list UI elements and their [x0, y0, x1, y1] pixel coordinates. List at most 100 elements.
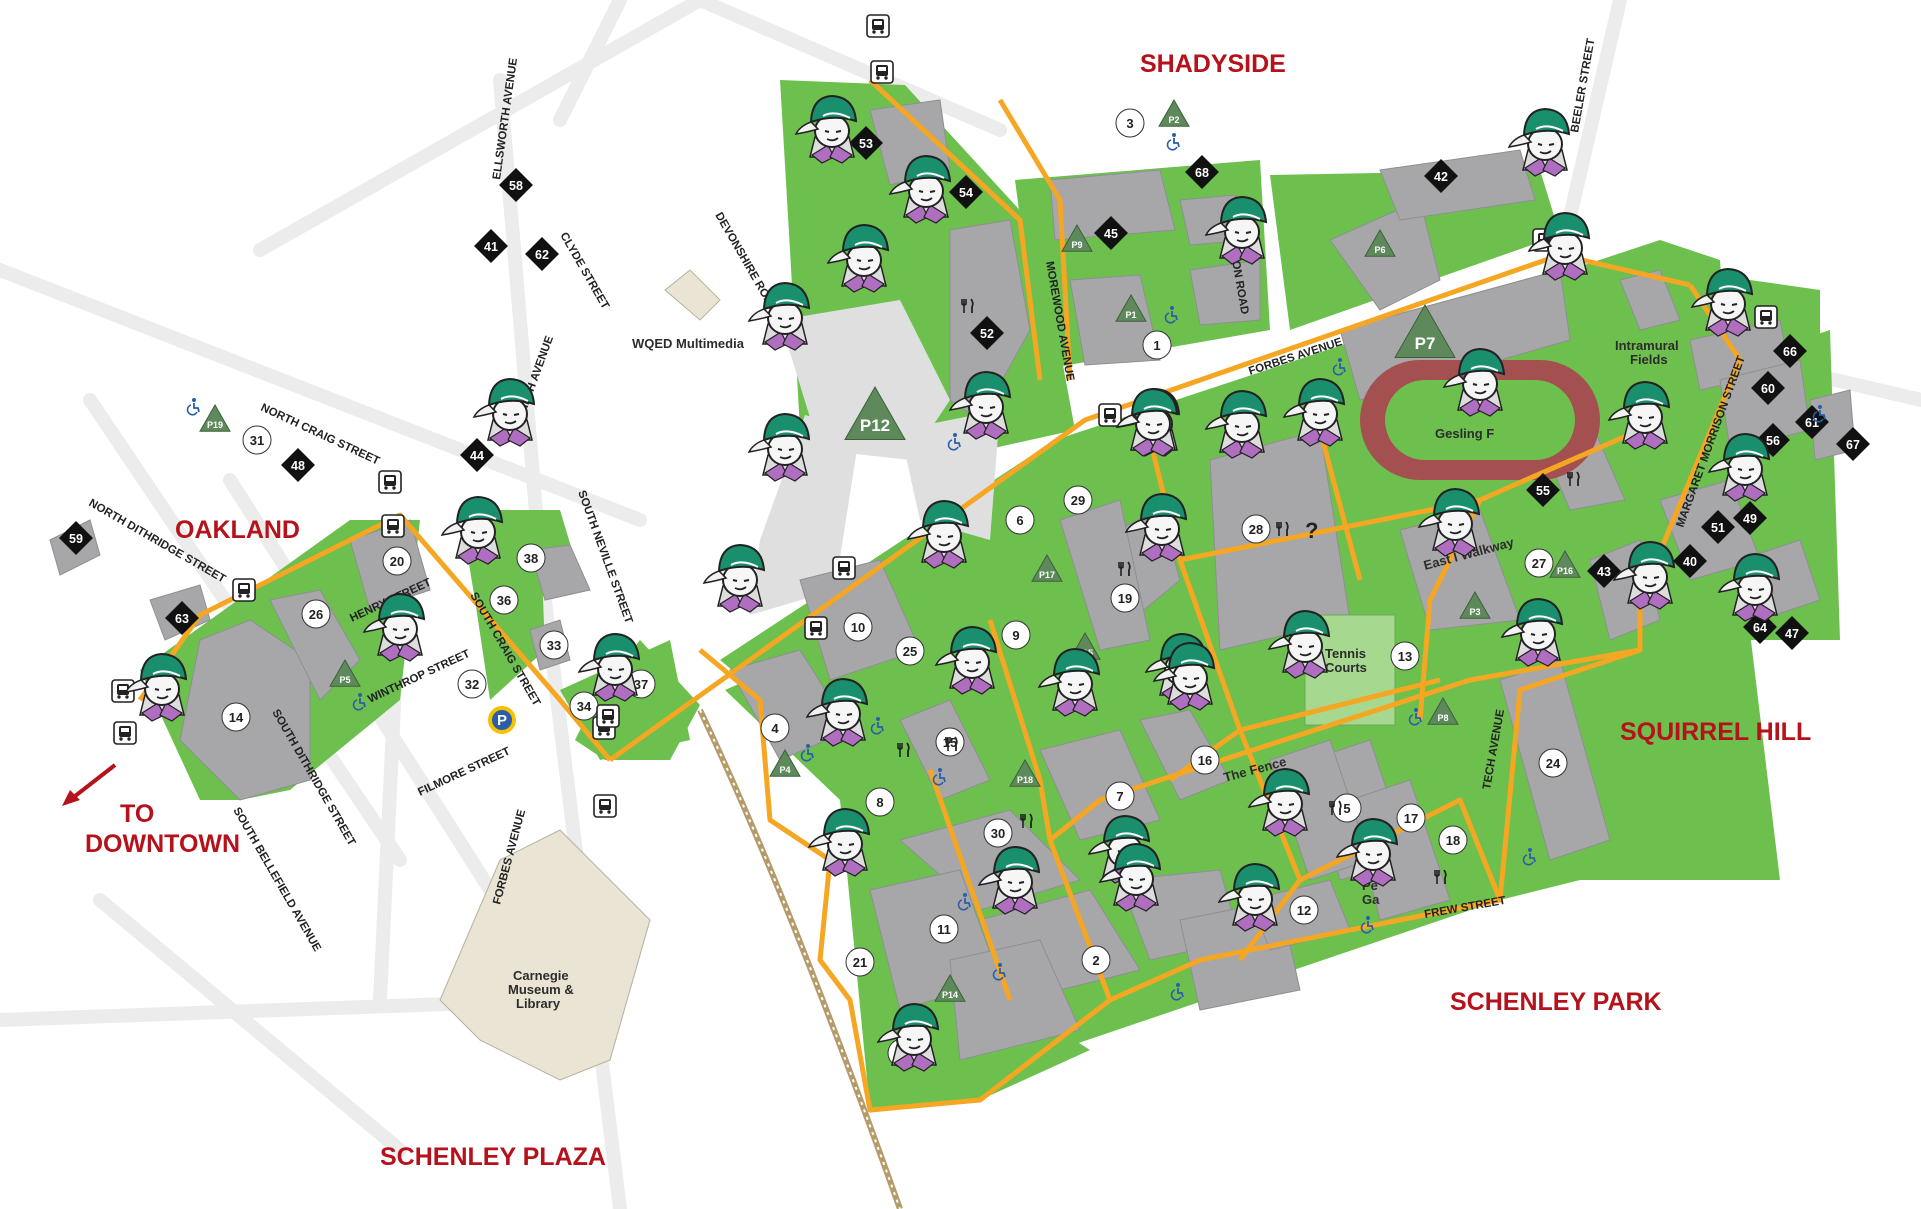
- building-29-marker[interactable]: 29: [1063, 485, 1093, 515]
- mascot-icon: [748, 413, 810, 482]
- building-20-marker[interactable]: 20: [382, 546, 412, 576]
- building-43-marker[interactable]: 43: [1587, 554, 1621, 588]
- building-38-label: 38: [524, 551, 538, 566]
- building-56-label: 56: [1766, 434, 1780, 448]
- building-10-marker[interactable]: 10: [843, 612, 873, 642]
- building-45-label: 45: [1104, 227, 1118, 241]
- parking-lot-p18[interactable]: P18: [1009, 758, 1041, 787]
- wqed-building: [664, 269, 721, 321]
- parking-lot-p19[interactable]: P19: [199, 403, 231, 432]
- building-60-marker[interactable]: 60: [1751, 371, 1785, 405]
- building-17-marker[interactable]: 17: [1396, 803, 1426, 833]
- building-53-label: 53: [859, 137, 873, 151]
- region-to-downtown-1: TO: [120, 800, 154, 828]
- bus-stop-icon: [1754, 305, 1778, 329]
- building-32-marker[interactable]: 32: [457, 669, 487, 699]
- building-62-marker[interactable]: 62: [525, 237, 559, 271]
- region-oakland: OAKLAND: [175, 516, 300, 544]
- building-12-marker[interactable]: 12: [1289, 895, 1319, 925]
- building-19-marker[interactable]: 19: [1110, 583, 1140, 613]
- building-30-marker[interactable]: 30: [983, 818, 1013, 848]
- building-51-label: 51: [1711, 521, 1725, 535]
- parking-lot-p7[interactable]: P7: [1394, 303, 1456, 358]
- building-24-marker[interactable]: 24: [1538, 748, 1568, 778]
- parking-lot-p8-label: P8: [1437, 713, 1448, 723]
- building-47-label: 47: [1785, 627, 1799, 641]
- building-33-marker[interactable]: 33: [539, 630, 569, 660]
- building-31-marker[interactable]: 31: [242, 425, 272, 455]
- building-49-marker[interactable]: 49: [1733, 501, 1767, 535]
- building-9-marker[interactable]: 9: [1001, 620, 1031, 650]
- building-63-label: 63: [175, 612, 189, 626]
- building-67-marker[interactable]: 67: [1836, 427, 1870, 461]
- parking-lot-p17[interactable]: P17: [1031, 553, 1063, 582]
- building-16-marker[interactable]: 16: [1190, 745, 1220, 775]
- building-27-marker[interactable]: 27: [1524, 548, 1554, 578]
- bus-stop-icon: [1098, 403, 1122, 427]
- parking-lot-p14[interactable]: P14: [934, 973, 966, 1002]
- street-filmore-street: FILMORE STREET: [416, 745, 512, 798]
- parking-lot-p6-label: P6: [1374, 245, 1385, 255]
- building-12-label: 12: [1297, 903, 1311, 918]
- building-64-label: 64: [1753, 621, 1767, 635]
- bus-stop-icon: [232, 578, 256, 602]
- label-intramural-2: Fields: [1630, 352, 1668, 367]
- building-6-marker[interactable]: 6: [1005, 505, 1035, 535]
- building-11-marker[interactable]: 11: [929, 914, 959, 944]
- building-37-label: 37: [634, 677, 648, 692]
- label-intramural-1: Intramural: [1615, 338, 1679, 353]
- parking-lot-p8[interactable]: P8: [1427, 696, 1459, 725]
- label-carnegie-2: Museum &: [508, 982, 574, 997]
- building-1-marker[interactable]: 1: [1142, 330, 1172, 360]
- region-to-downtown-2: DOWNTOWN: [85, 830, 240, 858]
- building-5-marker[interactable]: 5: [1332, 793, 1362, 823]
- parking-lot-p4[interactable]: P4: [769, 748, 801, 777]
- building-62-label: 62: [535, 248, 549, 262]
- parking-lot-p1-label: P1: [1125, 310, 1136, 320]
- building-11-label: 11: [937, 922, 951, 937]
- building-26-label: 26: [309, 607, 323, 622]
- building-51-marker[interactable]: 51: [1701, 510, 1735, 544]
- building-33-label: 33: [547, 638, 561, 653]
- building-numbers-layer: 1234567891011121314151617181920212324252…: [221, 108, 1568, 1068]
- building-18-marker[interactable]: 18: [1438, 825, 1468, 855]
- parking-lot-p5-label: P5: [339, 675, 350, 685]
- building-66-marker[interactable]: 66: [1773, 334, 1807, 368]
- building-4-marker[interactable]: 4: [760, 713, 790, 743]
- building-28-marker[interactable]: 28: [1241, 514, 1271, 544]
- building-48-marker[interactable]: 48: [281, 448, 315, 482]
- building-21-marker[interactable]: 21: [845, 947, 875, 977]
- arrow-icon: [62, 763, 117, 806]
- building-34-marker[interactable]: 34: [569, 691, 599, 721]
- building-42-marker[interactable]: 42: [1424, 159, 1458, 193]
- building-40-marker[interactable]: 40: [1673, 544, 1707, 578]
- building-68-marker[interactable]: 68: [1185, 155, 1219, 189]
- building-14-marker[interactable]: 14: [221, 702, 251, 732]
- building-4-label: 4: [771, 721, 779, 736]
- building-47-marker[interactable]: 47: [1775, 616, 1809, 650]
- building-7-marker[interactable]: 7: [1105, 781, 1135, 811]
- building-2-marker[interactable]: 2: [1081, 945, 1111, 975]
- parking-lot-p1[interactable]: P1: [1115, 293, 1147, 322]
- building-8-marker[interactable]: 8: [865, 787, 895, 817]
- building-26-marker[interactable]: 26: [301, 599, 331, 629]
- building-21-label: 21: [853, 955, 867, 970]
- parking-lot-p5[interactable]: P5: [329, 658, 361, 687]
- building-13-marker[interactable]: 13: [1390, 641, 1420, 671]
- building-45-marker[interactable]: 45: [1094, 216, 1128, 250]
- bus-stop-icon: [378, 470, 402, 494]
- parking-lot-p9[interactable]: P9: [1061, 223, 1093, 252]
- accessible-icon: [1166, 132, 1180, 151]
- parking-lot-p6[interactable]: P6: [1364, 228, 1396, 257]
- building-41-marker[interactable]: 41: [474, 229, 508, 263]
- building-38-marker[interactable]: 38: [516, 543, 546, 573]
- parking-lot-p12[interactable]: P12: [844, 385, 906, 440]
- parking-lot-p2[interactable]: P2: [1158, 98, 1190, 127]
- building-55-marker[interactable]: 55: [1526, 473, 1560, 507]
- building-25-marker[interactable]: 25: [895, 636, 925, 666]
- building-36-marker[interactable]: 36: [489, 585, 519, 615]
- building-3-marker[interactable]: 3: [1115, 108, 1145, 138]
- building-16-label: 16: [1198, 753, 1212, 768]
- parking-lot-p16[interactable]: P16: [1549, 549, 1581, 578]
- parking-lot-p3[interactable]: P3: [1459, 590, 1491, 619]
